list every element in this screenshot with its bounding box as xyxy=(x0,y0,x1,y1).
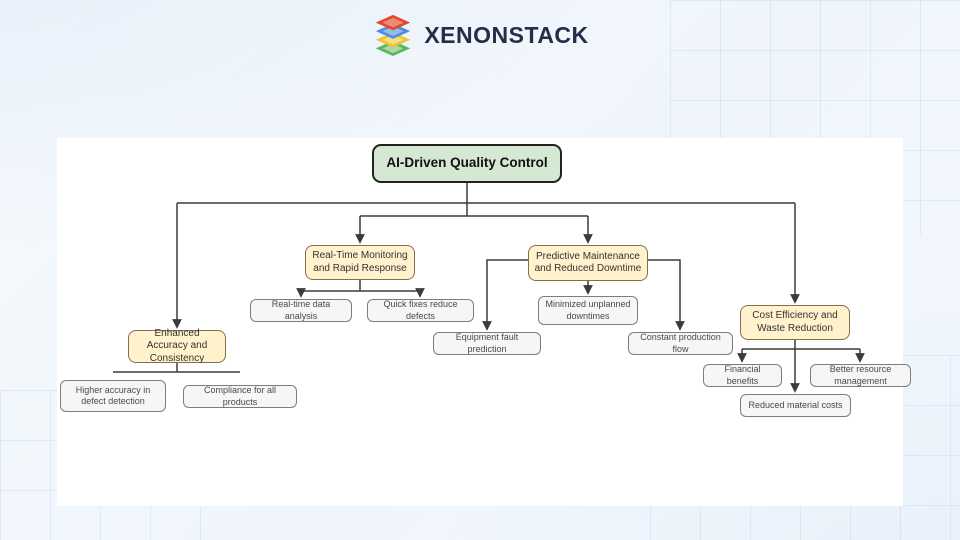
leaf-node-better-resource-management: Better resource management xyxy=(810,364,911,387)
brand-header: XENONSTACK xyxy=(0,10,960,60)
brand-wordmark: XENONSTACK xyxy=(424,21,589,48)
branch-node-enhanced-accuracy: Enhanced Accuracy and Consistency xyxy=(128,328,226,364)
leaf-node-higher-accuracy: Higher accuracy in defect detection xyxy=(60,380,166,412)
leaf-node-constant-production-flow: Constant production flow xyxy=(628,332,733,355)
root-node-ai-driven-quality-control: AI-Driven Quality Control xyxy=(372,144,562,183)
diagram-canvas: AI-Driven Quality Control Enhanced Accur… xyxy=(57,138,911,506)
leaf-node-real-time-data-analysis: Real-time data analysis xyxy=(250,299,352,322)
leaf-node-financial-benefits: Financial benefits xyxy=(703,364,782,387)
leaf-node-minimized-downtimes: Minimized unplanned downtimes xyxy=(538,296,638,325)
leaf-node-equipment-fault-prediction: Equipment fault prediction xyxy=(433,332,541,355)
branch-node-predictive-maintenance: Predictive Maintenance and Reduced Downt… xyxy=(528,245,648,281)
leaf-node-quick-fixes: Quick fixes reduce defects xyxy=(367,299,474,322)
branch-node-real-time-monitoring: Real-Time Monitoring and Rapid Response xyxy=(305,245,415,280)
leaf-node-reduced-material-costs: Reduced material costs xyxy=(740,394,851,417)
branch-node-cost-efficiency: Cost Efficiency and Waste Reduction xyxy=(740,305,850,340)
stacked-layers-logo-icon xyxy=(371,12,415,58)
leaf-node-compliance: Compliance for all products xyxy=(183,385,297,408)
diagram-connectors xyxy=(113,183,865,393)
